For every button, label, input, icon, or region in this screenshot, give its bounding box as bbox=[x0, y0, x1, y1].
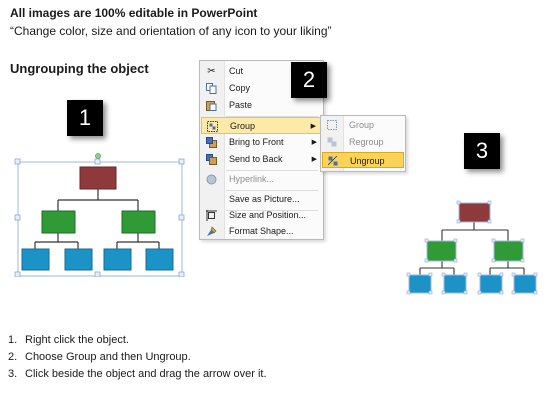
menu-item-label: Bring to Front bbox=[229, 137, 284, 147]
org-box-top bbox=[79, 166, 117, 190]
org-chart-grouped[interactable] bbox=[14, 152, 186, 277]
group-icon bbox=[327, 120, 337, 130]
section-title: Ungrouping the object bbox=[10, 61, 149, 76]
header-line-2: “Change color, size and orientation of a… bbox=[10, 24, 332, 38]
submenu-item-label: Ungroup bbox=[350, 156, 385, 166]
menu-item-label: Group bbox=[230, 121, 256, 131]
step-text: Choose Group and then Ungroup. bbox=[25, 351, 191, 363]
step-number: 1. bbox=[8, 334, 18, 346]
menu-item-label: Save as Picture... bbox=[229, 194, 300, 204]
instruction-steps: 1. Right click the object. 2. Choose Group… bbox=[8, 332, 267, 383]
size-position-icon bbox=[206, 210, 217, 221]
org-box-leaf-3 bbox=[103, 248, 132, 271]
rotation-handle[interactable] bbox=[95, 153, 101, 159]
step-number: 3. bbox=[8, 368, 18, 380]
connector-lines bbox=[419, 222, 525, 275]
menu-item-group[interactable]: Group ▶ bbox=[201, 117, 321, 134]
submenu-item-group[interactable]: Group bbox=[322, 117, 404, 133]
submenu-item-ungroup[interactable]: Ungroup bbox=[322, 152, 404, 168]
menu-separator bbox=[226, 170, 318, 171]
ungroup-icon bbox=[327, 155, 338, 166]
menu-item-label: Format Shape... bbox=[229, 226, 294, 236]
step-item: 1. Right click the object. bbox=[8, 332, 267, 349]
menu-item-cut[interactable]: ✂ Cut bbox=[201, 63, 321, 80]
menu-item-hyperlink[interactable]: Hyperlink... bbox=[201, 171, 321, 188]
submenu-item-label: Regroup bbox=[349, 137, 384, 147]
org-box-leaf-2[interactable] bbox=[443, 274, 467, 294]
menu-item-label: Paste bbox=[229, 100, 253, 110]
menu-item-label: Send to Back bbox=[229, 154, 283, 164]
menu-separator bbox=[226, 116, 318, 117]
menu-item-label: Size and Position... bbox=[229, 210, 307, 220]
send-to-back-icon bbox=[206, 154, 217, 165]
org-chart-ungrouped[interactable] bbox=[404, 197, 546, 299]
paste-icon bbox=[206, 100, 217, 111]
submenu-item-regroup[interactable]: Regroup bbox=[322, 134, 404, 150]
submenu-item-label: Group bbox=[349, 120, 375, 130]
step-badge-1: 1 bbox=[67, 100, 103, 136]
menu-item-size-and-position[interactable]: Size and Position... bbox=[201, 207, 321, 224]
org-box-leaf-3[interactable] bbox=[479, 274, 503, 294]
format-shape-icon bbox=[206, 226, 217, 237]
menu-separator bbox=[226, 210, 318, 211]
menu-item-save-as-picture[interactable]: Save as Picture... bbox=[201, 191, 321, 208]
org-box-mid-left bbox=[41, 210, 76, 234]
step-number: 2. bbox=[8, 351, 18, 363]
resize-handles[interactable] bbox=[14, 158, 185, 277]
menu-item-send-to-back[interactable]: Send to Back ▶ bbox=[201, 151, 321, 168]
org-box-top[interactable] bbox=[458, 202, 491, 223]
org-box-mid-right[interactable] bbox=[493, 240, 524, 262]
org-box-mid-right bbox=[121, 210, 156, 234]
step-badge-2: 2 bbox=[291, 62, 327, 98]
menu-separator bbox=[226, 190, 318, 191]
step-badge-3: 3 bbox=[464, 133, 500, 169]
step-text: Click beside the object and drag the arr… bbox=[25, 368, 267, 380]
group-submenu: Group Regroup Ungroup bbox=[320, 115, 406, 172]
menu-item-label: Hyperlink... bbox=[229, 174, 275, 184]
step-item: 3. Click beside the object and drag the a… bbox=[8, 366, 267, 383]
menu-item-bring-to-front[interactable]: Bring to Front ▶ bbox=[201, 134, 321, 151]
submenu-arrow-icon: ▶ bbox=[310, 123, 316, 130]
step-text: Right click the object. bbox=[25, 334, 129, 346]
menu-item-label: Cut bbox=[229, 66, 244, 76]
org-box-leaf-2 bbox=[64, 248, 93, 271]
org-box-leaf-4[interactable] bbox=[513, 274, 537, 294]
menu-item-paste[interactable]: Paste bbox=[201, 97, 321, 114]
group-icon bbox=[207, 121, 218, 132]
org-box-leaf-4 bbox=[145, 248, 174, 271]
scissors-icon: ✂ bbox=[207, 66, 216, 77]
menu-item-copy[interactable]: Copy bbox=[201, 80, 321, 97]
regroup-icon bbox=[327, 137, 337, 147]
submenu-arrow-icon: ▶ bbox=[311, 139, 317, 146]
org-box-mid-left[interactable] bbox=[426, 240, 457, 262]
menu-item-format-shape[interactable]: Format Shape... bbox=[201, 223, 321, 240]
submenu-arrow-icon: ▶ bbox=[311, 156, 317, 163]
copy-icon bbox=[206, 83, 217, 94]
connector-lines bbox=[34, 189, 160, 249]
header-line-1: All images are 100% editable in PowerPoi… bbox=[10, 6, 258, 20]
menu-item-label: Copy bbox=[229, 83, 251, 93]
step-item: 2. Choose Group and then Ungroup. bbox=[8, 349, 267, 366]
selection-handles[interactable] bbox=[406, 200, 538, 295]
bring-to-front-icon bbox=[206, 137, 217, 148]
org-box-leaf-1[interactable] bbox=[408, 274, 432, 294]
hyperlink-icon bbox=[206, 174, 217, 185]
org-box-leaf-1 bbox=[21, 248, 50, 271]
